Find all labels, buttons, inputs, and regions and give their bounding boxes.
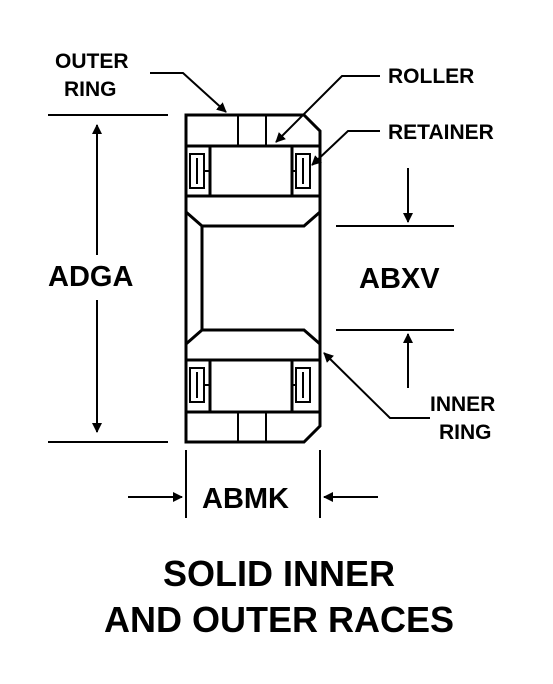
retainer-leader <box>311 130 380 166</box>
bearing-outline <box>184 113 322 444</box>
adga-label: ADGA <box>48 261 133 293</box>
outer-ring-leader <box>150 72 227 113</box>
outer-ring-label-1: OUTER <box>55 50 129 73</box>
abxv-dimension <box>336 168 454 388</box>
roller-label: ROLLER <box>388 65 474 88</box>
leaders <box>150 72 430 419</box>
inner-ring-leader <box>323 352 430 419</box>
roller-bottom <box>208 358 294 414</box>
abxv-label: ABXV <box>359 263 440 295</box>
outer-ring-label-2: RING <box>64 78 117 101</box>
caption-line-2: AND OUTER RACES <box>104 599 454 640</box>
inner-ring-label-2: RING <box>439 421 492 444</box>
roller-leader <box>275 75 380 143</box>
adga-dimension <box>48 114 168 443</box>
caption-line-1: SOLID INNER <box>163 553 395 594</box>
bearing-cross-section <box>184 113 322 444</box>
abmk-dimension <box>128 450 378 518</box>
inner-ring-label-1: INNER <box>430 393 495 416</box>
roller-top <box>208 144 294 198</box>
abmk-label: ABMK <box>202 483 289 515</box>
retainer-label: RETAINER <box>388 121 494 144</box>
